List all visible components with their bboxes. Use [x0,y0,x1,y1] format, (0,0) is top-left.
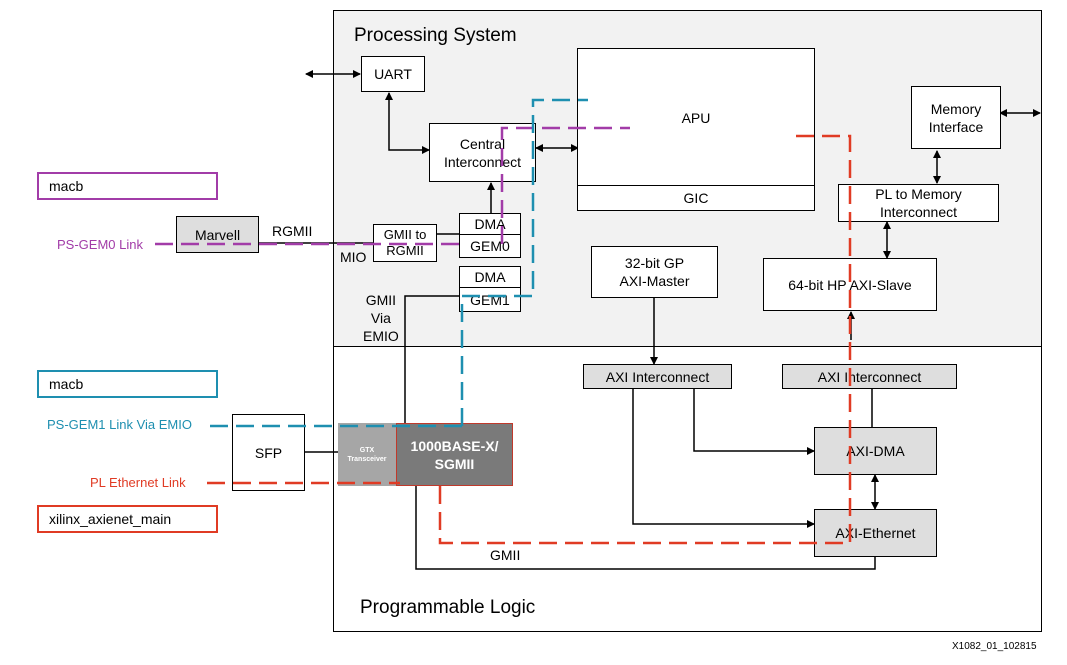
uart-block: UART [361,56,425,92]
phy-1000basex-sgmii-block: 1000BASE-X/ SGMII [396,423,513,486]
gem1-driver-legend: macb [37,370,218,398]
gem1-emio-line [404,295,460,423]
mio-label: MIO [340,249,367,265]
programmable-logic-title: Programmable Logic [360,597,536,618]
pl-ethernet-link-path [207,134,852,545]
dma1-block: DMA [459,266,521,288]
gmii-via-emio-label: GMII Via EMIO [363,292,399,344]
memory-interface-block: Memory Interface [911,86,1001,149]
gmii-label: GMII [490,547,521,563]
dma0-block: DMA [459,213,521,235]
gem0-block: GEM0 [459,234,521,258]
ps-gem1-link-path [210,98,588,428]
pl-to-memory-interconnect-block: PL to Memory Interconnect [838,184,999,222]
programmable-logic-region [333,346,1042,632]
marvell-phy-block: Marvell [176,216,259,253]
gmii-loop-line [415,486,876,570]
pl-ethernet-link-label: PL Ethernet Link [90,475,186,490]
figure-id-label: X1082_01_102815 [952,641,1037,652]
processing-system-title: Processing System [354,25,517,46]
uart-central-arrow [385,92,430,154]
gic-block: GIC [577,185,815,211]
gp-axi-master-block: 32-bit GP AXI-Master [591,246,718,298]
axi-dma-block: AXI-DMA [814,427,937,475]
pl-driver-legend: xilinx_axienet_main [37,505,218,533]
rgmii-label: RGMII [272,223,313,239]
gtx-transceiver-block: GTX Transceiver [338,423,396,486]
ps-gem0-link-label: PS-GEM0 Link [57,237,143,252]
gem0-driver-legend: macb [37,172,218,200]
axi-ethernet-arrow [632,389,815,528]
axi-ethernet-block: AXI-Ethernet [814,509,937,557]
axi-dma-arrow [693,389,815,455]
apu-block: APU [577,48,815,186]
ps-gem1-link-label: PS-GEM1 Link Via EMIO [47,417,192,432]
ps-gem0-link-path [155,126,630,246]
axi-interconnect-left-block: AXI Interconnect [583,364,732,389]
axi-interconnect-right-block: AXI Interconnect [782,364,957,389]
